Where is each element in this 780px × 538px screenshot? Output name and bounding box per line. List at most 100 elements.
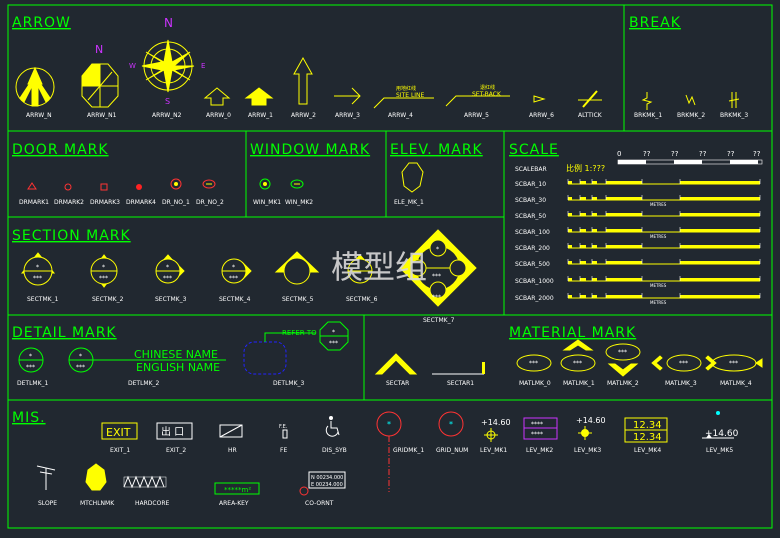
label-matlmk-1: MATLMK_1 [563, 380, 595, 387]
label-matlmk-2: MATLMK_2 [607, 380, 639, 387]
section-mark-2-icon: * *** [90, 254, 118, 288]
scale-bar-row [567, 179, 761, 185]
label-scbar-500: SCBAR_500 [515, 261, 550, 268]
coordinate-icon: N 00234.000 E 00234.000 [299, 471, 346, 496]
watermark-text: 模型组 [331, 248, 427, 286]
north-arrow-octagon-icon: N [81, 43, 119, 108]
label-scbar-100: SCBAR_100 [515, 229, 550, 236]
setback-line-icon: 退红线 SET-BACK [445, 84, 510, 107]
site-line-label: SITE LINE [396, 92, 425, 99]
section-mark-title: SECTION MARK [12, 228, 131, 244]
north-arrow-icon [15, 66, 55, 107]
door-number-1-icon [170, 178, 182, 190]
label-mtchlnmk: MTCHLNMK [80, 500, 115, 507]
label-co-ornt: CO-ORNT [305, 500, 334, 507]
label-grid-num: GRID_NUM [436, 447, 468, 454]
site-line-icon: 用地红线 SITE LINE [373, 85, 434, 109]
break-mark-1-icon [641, 92, 653, 110]
section-mark-7-icon: * *** *** [399, 229, 477, 307]
scale-bar-row [567, 259, 761, 265]
label-sectmk-6: SECTMK_6 [346, 296, 378, 303]
arrow-tall-icon [293, 56, 313, 105]
svg-text:*: * [102, 264, 105, 271]
label-brkmk-3: BRKMK_3 [720, 112, 748, 119]
level-mark-5-icon: +14.60 [702, 411, 739, 439]
label-fe: FE [280, 447, 287, 454]
svg-text:***: *** [679, 360, 688, 367]
label-lev-mk4: LEV_MK4 [634, 447, 661, 454]
svg-text:N 00234.000: N 00234.000 [311, 475, 343, 481]
svg-text:***: *** [76, 364, 85, 371]
label-detlmk-1: DETLMK_1 [17, 380, 49, 387]
site-line-cn: 用地红线 [396, 85, 416, 92]
scale-tick-1: ?? [643, 150, 651, 158]
material-mark-2-icon: *** [605, 343, 641, 377]
setback-label: SET-BACK [472, 91, 502, 98]
section-mark-5-icon [274, 251, 320, 285]
refer-to-text: REFER TO [282, 329, 317, 337]
svg-text:***: *** [229, 275, 238, 282]
label-arrw-6: ARRW_6 [529, 112, 554, 119]
label-exit-2: EXIT_2 [166, 447, 186, 454]
svg-text:+14.60: +14.60 [481, 418, 511, 427]
window-mark-2-icon [290, 179, 304, 189]
break-symbols: BRKMK_1 BRKMK_2 BRKMK_3 [634, 92, 748, 119]
level-mark-1-icon: +14.60 [481, 418, 511, 442]
svg-text:*: * [436, 246, 439, 253]
label-dr-no-1: DR_NO_1 [162, 199, 190, 206]
label-scbar-30: SCBAR_30 [515, 197, 546, 204]
break-mark-3-icon [728, 92, 740, 108]
label-brkmk-2: BRKMK_2 [677, 112, 705, 119]
scale-tick-2: ?? [671, 150, 679, 158]
exit-sign-icon: EXIT [101, 422, 138, 440]
svg-text:*: * [332, 329, 335, 336]
detail-symbols: * *** * *** CHINESE NAME ENGLISH NAME RE… [17, 321, 485, 387]
label-lev-mk3: LEV_MK3 [574, 447, 601, 454]
window-mark-1-icon [259, 178, 271, 190]
label-gridmk-1: GRIDMK_1 [393, 447, 424, 454]
level-mark-2-icon: **** **** [523, 417, 558, 440]
section-mark-4-icon: * *** [221, 258, 252, 284]
grid-mark-icon: * [376, 411, 402, 492]
compass-rose-icon: N S E W [129, 16, 205, 106]
svg-text:***: *** [329, 340, 338, 347]
scale-bar-row [567, 211, 761, 217]
svg-text:****: **** [531, 431, 543, 438]
svg-text:EXIT: EXIT [106, 426, 131, 439]
svg-text:出 口: 出 口 [161, 425, 184, 438]
elev-symbols: ELE_MK_1 [394, 162, 424, 206]
hose-reel-icon [219, 424, 243, 438]
alt-tick-icon [578, 90, 602, 108]
scale-tick-5: ?? [753, 150, 761, 158]
svg-text:*: * [79, 353, 82, 360]
door-mark-1-icon [27, 182, 37, 190]
detail-mark-title: DETAIL MARK [12, 325, 117, 341]
label-drmark1: DRMARK1 [19, 199, 49, 206]
label-arrw-5: ARRW_5 [464, 112, 489, 119]
label-brkmk-1: BRKMK_1 [634, 112, 662, 119]
label-detlmk-2: DETLMK_2 [128, 380, 160, 387]
scale-metres-label: METRES [650, 234, 667, 239]
label-win-mk2: WIN_MK2 [285, 199, 313, 206]
svg-text:***: *** [529, 360, 538, 367]
arrow-section-title: ARROW [12, 15, 71, 31]
label-dis-syb: DIS_SYB [322, 447, 347, 454]
label-lev-mk2: LEV_MK2 [526, 447, 553, 454]
svg-text:*: * [36, 264, 39, 271]
svg-text:****: **** [531, 421, 543, 428]
label-sectmk-4: SECTMK_4 [219, 296, 251, 303]
scale-tick-0: 0 [617, 150, 621, 158]
label-dr-no-2: DR_NO_2 [196, 199, 224, 206]
sectar-icon [374, 353, 418, 375]
material-mark-1-icon: *** [560, 339, 596, 372]
window-symbols: WIN_MK1 WIN_MK2 [253, 178, 313, 206]
detail-mark-2-icon: * *** CHINESE NAME ENGLISH NAME [68, 347, 226, 374]
material-mark-3-icon: *** [651, 354, 717, 372]
door-number-2-icon [202, 179, 216, 189]
door-mark-2-icon [64, 183, 72, 191]
label-arrw-n: ARRW_N [26, 112, 52, 119]
english-name-text: ENGLISH NAME [136, 361, 220, 374]
break-section-title: BREAK [629, 15, 681, 31]
svg-text:+14.60: +14.60 [705, 429, 739, 439]
material-mark-0-icon: *** [516, 354, 552, 372]
